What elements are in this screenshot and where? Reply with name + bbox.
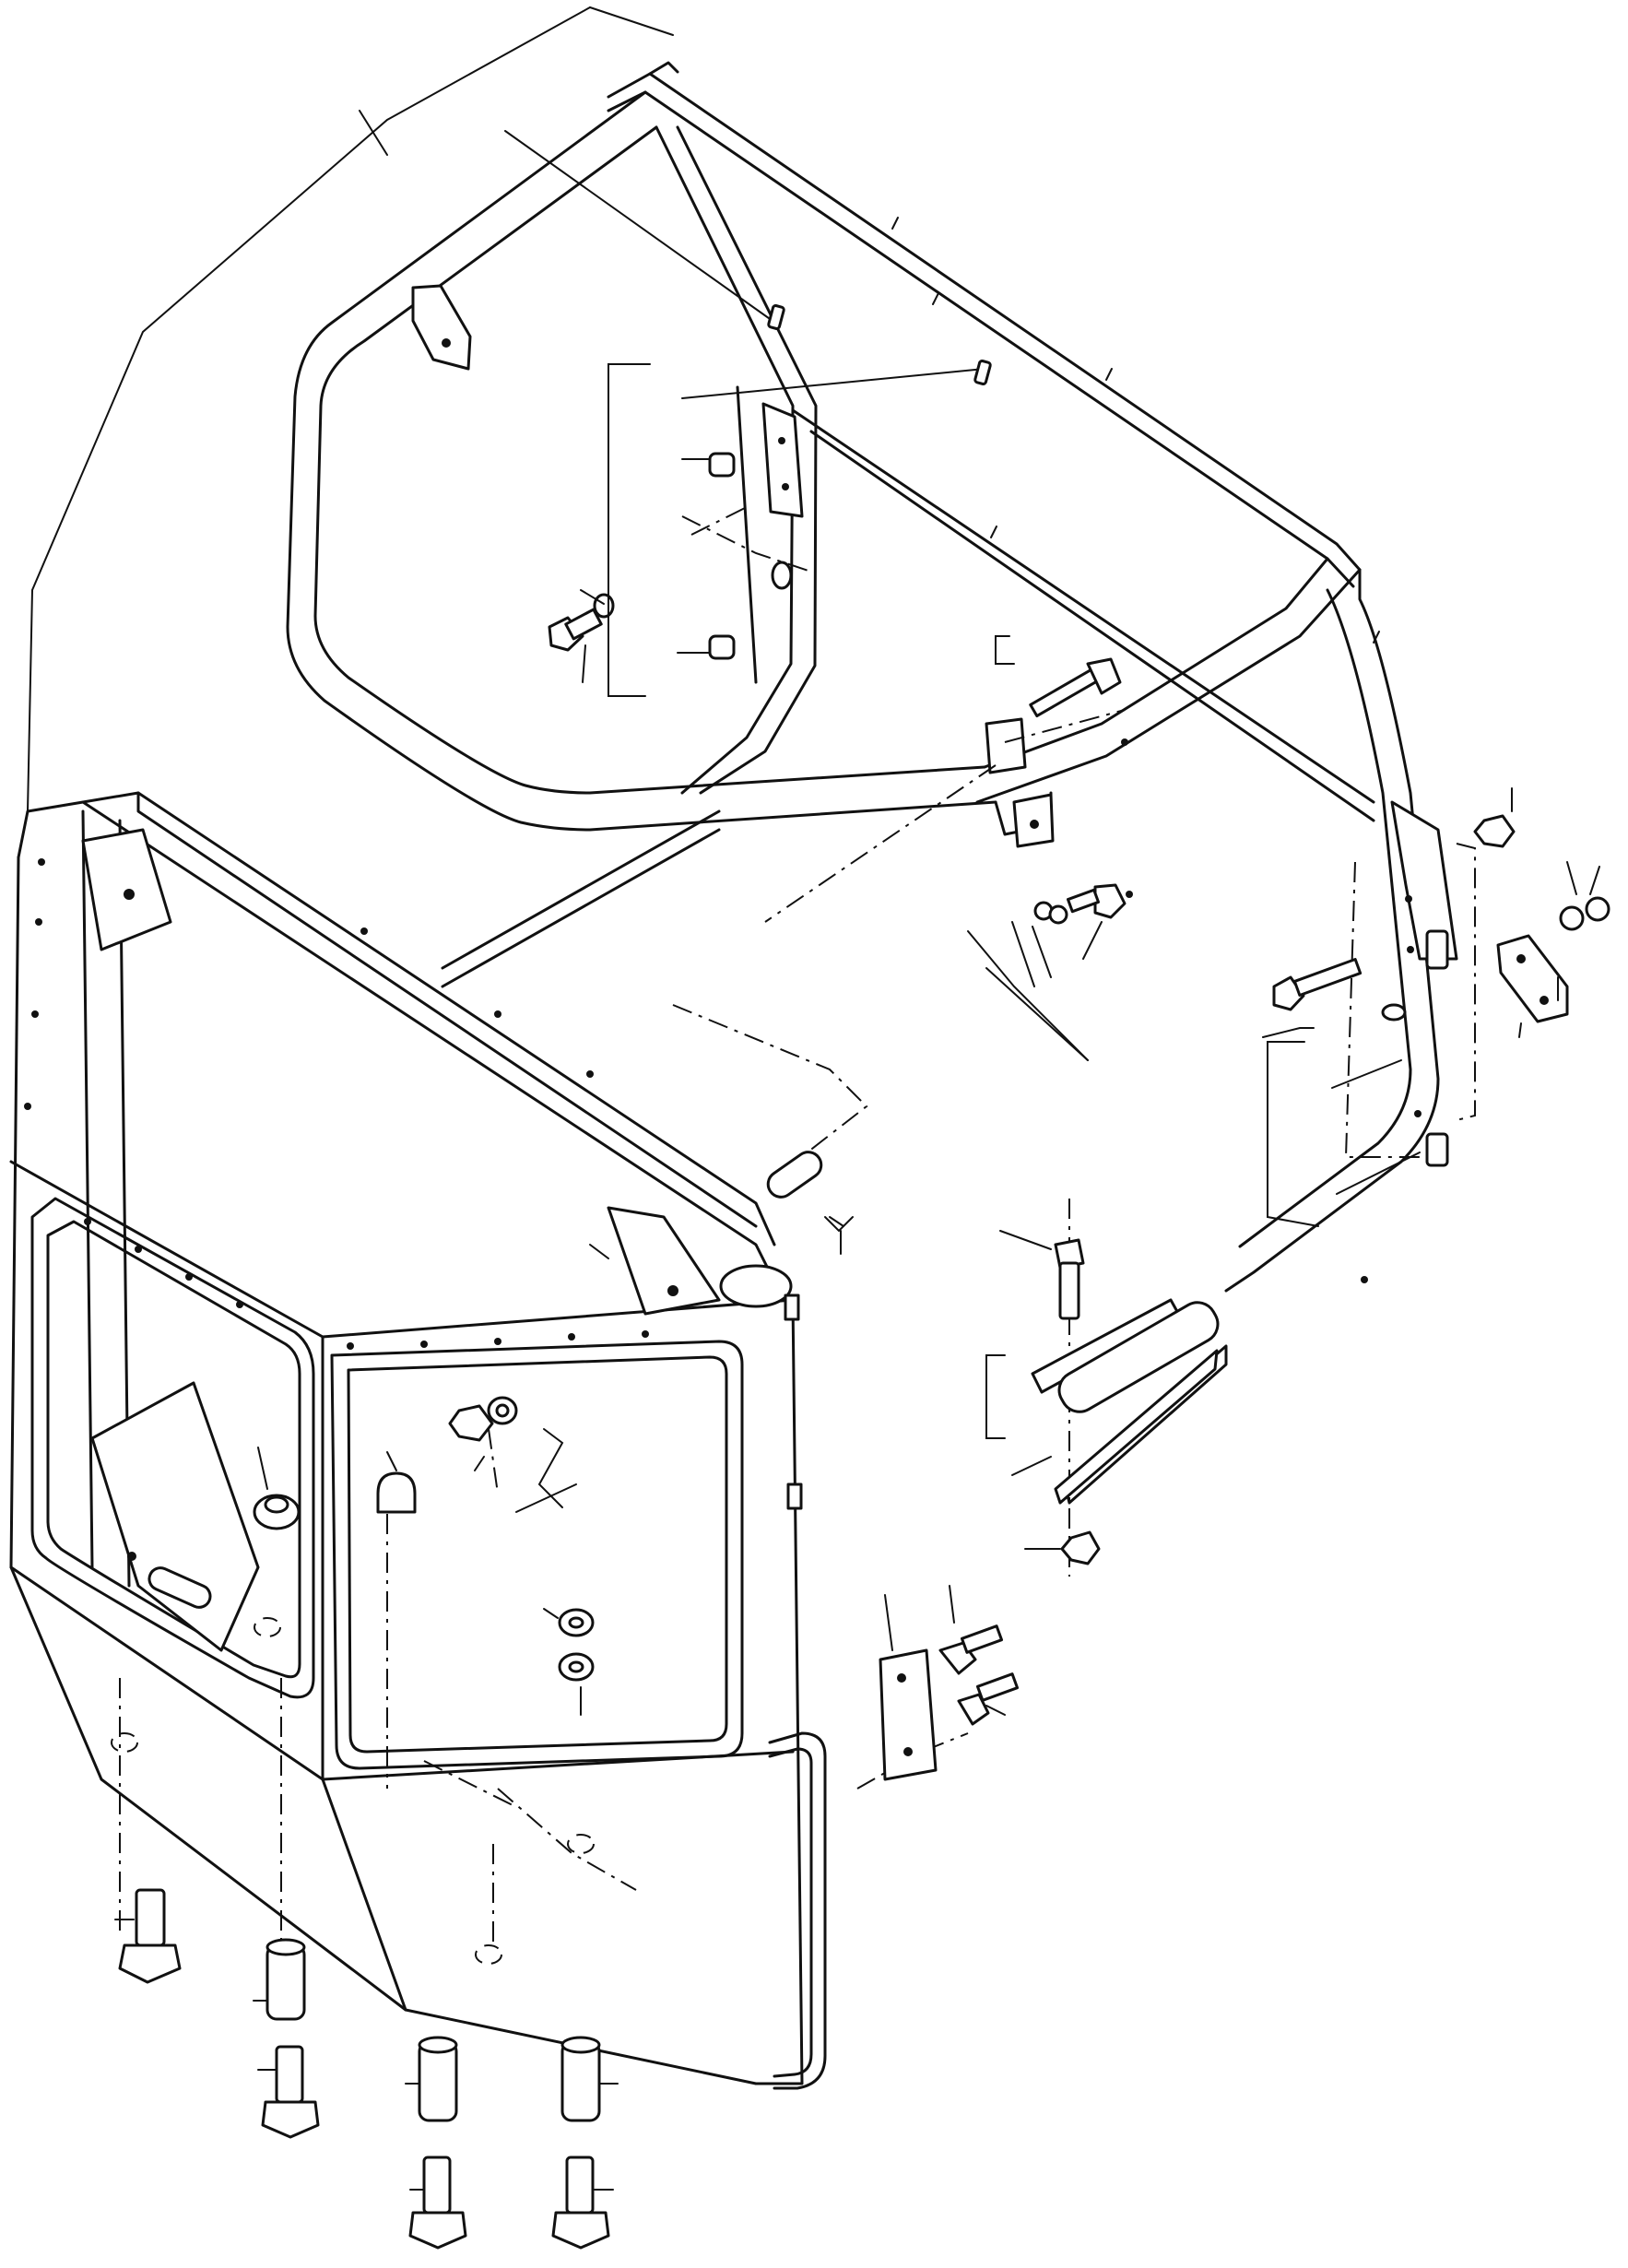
bolt-bottom-3 <box>408 2156 467 2250</box>
assy-line-bottom-2 <box>423 1760 517 1808</box>
frame-center-post-inner <box>676 125 818 795</box>
frame-top-corner <box>648 61 679 76</box>
door-window-outer <box>30 1197 315 1699</box>
frame-bottom-beam-inner <box>983 557 1329 769</box>
panel-right-edge <box>754 1298 804 2085</box>
assy-line-nut <box>488 1428 499 1494</box>
bolts-lower-plate <box>938 1624 1020 1726</box>
bolt-top-2 <box>973 360 992 385</box>
panel-side-tab-2 <box>784 1293 800 1321</box>
right-hinge-knuckle-lower <box>1425 1132 1449 1167</box>
frame-right-loop-outer <box>1224 568 1440 1293</box>
panel-top-beam-inner <box>136 791 758 1228</box>
washers-right <box>1559 896 1610 931</box>
hinge-boss-upper <box>708 452 736 478</box>
panel-right-gusset <box>607 1206 721 1316</box>
nut-left <box>253 1494 301 1530</box>
frame-top-bar <box>607 72 1362 572</box>
nut-washer-front <box>448 1396 518 1442</box>
leader-lines <box>27 6 985 812</box>
seal-retainer <box>1054 1349 1219 1505</box>
hinge-boss-lower <box>708 634 736 660</box>
hinge-plate-lower <box>879 1648 938 1781</box>
panel-top-beam <box>81 791 776 1246</box>
door-handle-slot <box>147 1566 212 1609</box>
bottom-hole-3 <box>567 1834 595 1854</box>
bottom-hole-2 <box>475 1944 502 1965</box>
frame-lower-rail-2 <box>441 828 721 988</box>
grab-handle-inner <box>768 1747 813 2078</box>
assembly-lines <box>119 506 1476 1945</box>
frame-left-loop-inner <box>313 125 986 795</box>
leader-tick-2 <box>359 110 388 156</box>
frame-right-loop-inner <box>1238 588 1412 1248</box>
frame-top-bar-inner <box>607 90 1355 588</box>
hardware <box>118 304 1610 2250</box>
assy-line-plate <box>856 1732 969 1790</box>
panel-tube-stub <box>719 1264 793 1308</box>
panel-face-mid <box>9 1565 795 1781</box>
center-post-clip <box>771 561 793 590</box>
panel-face-lower-crease <box>321 1778 407 2012</box>
leader-bolt-top <box>504 130 773 322</box>
grab-handle <box>768 1731 827 2090</box>
assy-line-right-2 <box>1456 843 1476 1121</box>
frame-center-post-outer <box>655 125 795 795</box>
hinge-pin <box>766 1151 823 1199</box>
bolt-right-side <box>1272 958 1363 1011</box>
bolt-bottom-4 <box>551 2156 610 2250</box>
bottom-hole-1 <box>111 1732 138 1753</box>
washers-center <box>558 1608 595 1682</box>
panel-plug <box>376 1471 417 1514</box>
sleeve-bottom-1 <box>265 1938 306 2021</box>
frame-studs <box>891 217 1380 644</box>
bolt-bottom-2 <box>261 2045 320 2139</box>
bolt-bottom-1 <box>118 1888 182 1984</box>
washer-bolt-mid <box>1033 883 1127 925</box>
panel-left-post <box>81 809 94 1569</box>
assy-line-diag <box>764 764 997 923</box>
leader-top-tick <box>589 6 674 36</box>
frame-lower-rail <box>441 809 721 970</box>
nut-right-top <box>1473 814 1516 848</box>
beam-mount-plate-upper <box>985 717 1027 774</box>
sleeve-bottom-3 <box>560 2036 601 2122</box>
bolt-mid <box>1029 657 1122 718</box>
front-window-outer <box>330 1340 744 1770</box>
sleeve-bottom-2 <box>418 2036 458 2122</box>
hinge-plate-right <box>1496 934 1569 1023</box>
right-hinge-knuckle <box>1425 929 1449 970</box>
seal-nut <box>1060 1530 1101 1565</box>
assy-line-upper-bolt <box>681 515 812 573</box>
bolt-top-1 <box>767 304 785 330</box>
cab-front-panel <box>9 738 1133 2090</box>
frame-upper-bracket <box>411 284 472 371</box>
seal-strip <box>1057 1301 1220 1413</box>
frame-rear-rail <box>791 408 1375 804</box>
assy-line-upper-2 <box>690 506 748 536</box>
leader-bolt-mid <box>681 368 985 399</box>
frame-rear-rail-2 <box>809 430 1375 822</box>
panel-side-tab <box>786 1482 803 1510</box>
bottom-hole-4 <box>254 1617 281 1637</box>
panel-perimeter-holes <box>24 738 1133 1350</box>
right-loop-tab <box>1381 1003 1407 1022</box>
assy-line-bottom <box>497 1788 637 1891</box>
seal-assembly <box>1031 1238 1220 1565</box>
frame-left-loop-outer <box>286 90 997 832</box>
panel-left-bottom-edge <box>9 856 758 2085</box>
frame-bottom-beam-outer <box>975 568 1362 804</box>
center-post-plate <box>761 402 804 518</box>
cab-frame <box>286 61 1458 1505</box>
frame-center-edge <box>736 385 758 684</box>
leader-outer <box>27 6 591 812</box>
door-handle-plate <box>90 1381 260 1652</box>
assy-line-pin <box>672 1004 868 1172</box>
callout-leaders <box>114 363 1600 2191</box>
front-window-inner <box>347 1355 728 1754</box>
